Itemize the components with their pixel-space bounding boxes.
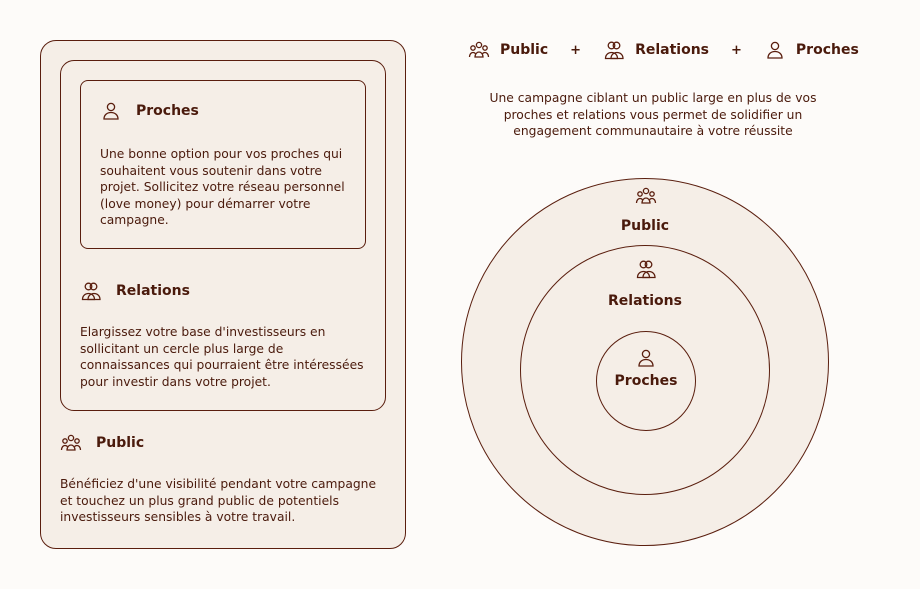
group-icon [468, 41, 490, 58]
relations-text: Elargissez votre base d'investisseurs en… [80, 325, 364, 389]
group-icon [60, 434, 82, 451]
circle-label-public: Public [620, 218, 670, 234]
formula: Public + Relations + Proches [468, 40, 859, 60]
group-icon [635, 187, 657, 204]
caption: Une campagne ciblant un public large en … [489, 91, 817, 139]
two-people-icon [81, 282, 101, 301]
circle-proches [596, 331, 696, 431]
formula-public: Public [500, 42, 549, 58]
person-icon [103, 102, 119, 120]
proches-card [80, 80, 366, 249]
relations-heading: Relations [80, 281, 190, 301]
formula-proches: Proches [795, 42, 859, 58]
plus-sign: + [570, 42, 582, 58]
proches-heading: Proches [100, 101, 199, 121]
circle-label-relations: Relations [608, 293, 682, 309]
two-people-icon [604, 41, 624, 60]
formula-relations: Relations [635, 42, 709, 58]
circle-label-proches: Proches [614, 373, 678, 389]
public-title: Public [96, 435, 145, 451]
two-people-icon [636, 260, 656, 279]
relations-title: Relations [116, 283, 190, 299]
proches-title: Proches [136, 103, 199, 119]
proches-text: Une bonne option pour vos proches qui so… [100, 147, 345, 228]
person-icon [638, 349, 654, 367]
plus-sign: + [731, 42, 742, 58]
person-icon [767, 41, 783, 59]
public-heading: Public [60, 433, 144, 453]
public-text: Bénéficiez d'une visibilité pendant votr… [60, 477, 377, 525]
